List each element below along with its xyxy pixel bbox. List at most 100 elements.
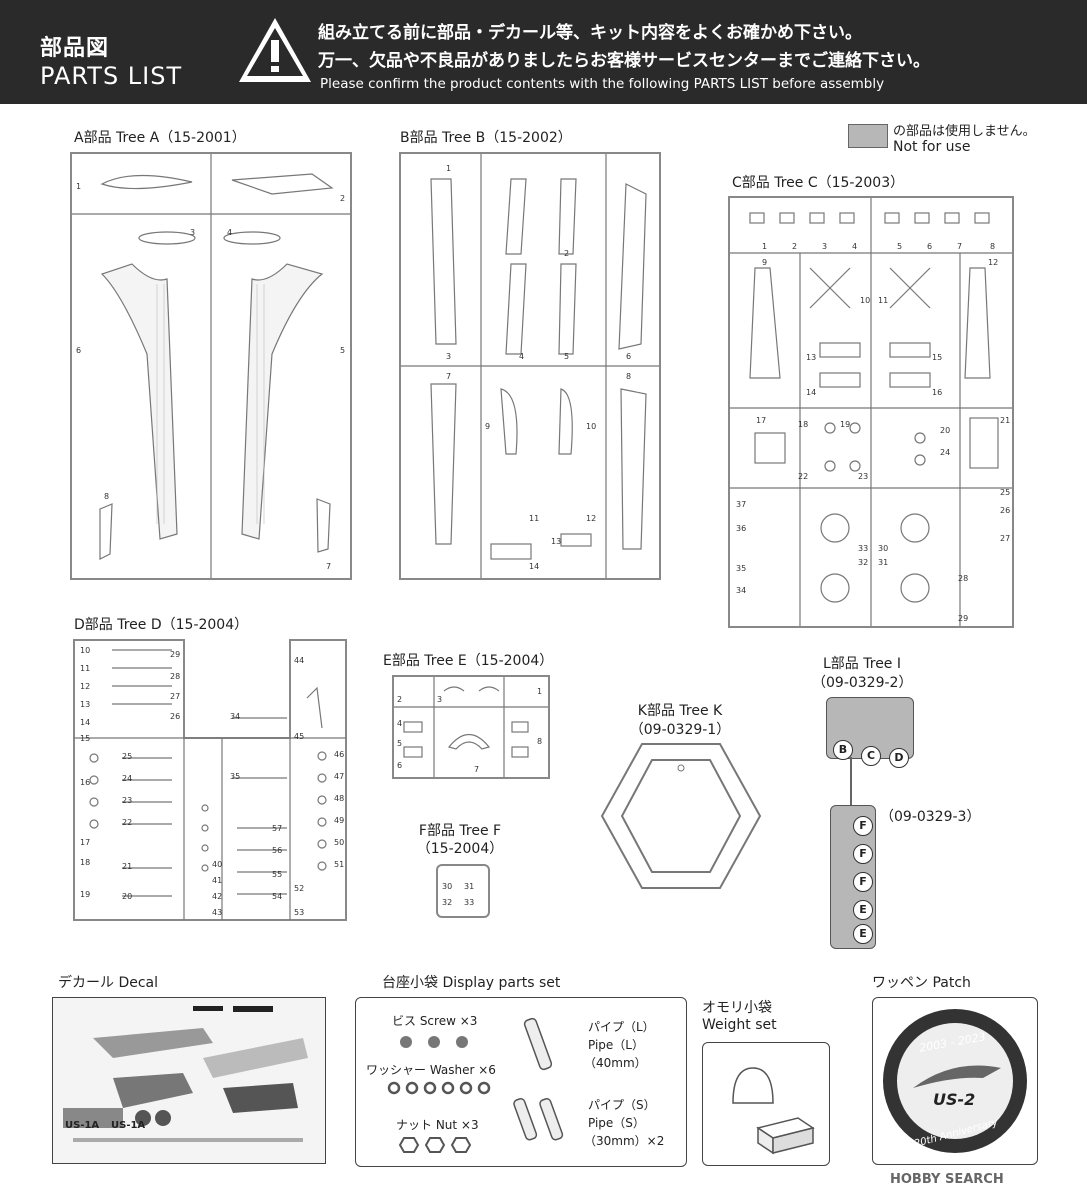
nut-label: ナット Nut ×3 — [396, 1118, 479, 1132]
part-number: 6 — [76, 346, 82, 355]
tree-l3-code: （09-0329-3） — [880, 809, 981, 825]
decal-graphics — [63, 1006, 308, 1142]
tree-k-label: K部品 Tree K — [637, 703, 723, 719]
part-number: 6 — [397, 761, 403, 770]
part-number: 40 — [212, 860, 223, 869]
part-number: 15 — [932, 353, 943, 362]
part-number: 48 — [334, 794, 345, 803]
part-number: 20 — [940, 426, 951, 435]
part-number: 21 — [122, 862, 133, 871]
pipe-s-en: Pipe（S） — [588, 1116, 645, 1130]
part-number: 32 — [858, 558, 869, 567]
part-number: 10 — [860, 296, 871, 305]
part-number: 15 — [80, 734, 91, 743]
part-number: 34 — [736, 586, 747, 595]
patch-emblem — [883, 1009, 1027, 1153]
parts-list-title-jp: 部品図 — [40, 36, 110, 61]
part-number: 57 — [272, 824, 283, 833]
part-number: 7 — [474, 765, 480, 774]
part-number: 43 — [212, 908, 223, 917]
pipe-l-size: （40mm） — [584, 1056, 647, 1070]
tree-d-numbers: 10 11 12 13 14 15 16 17 18 19 20 21 22 2… — [72, 638, 348, 922]
part-number: 4 — [519, 352, 525, 361]
part-number: 13 — [80, 700, 91, 709]
part-number: 31 — [464, 882, 475, 891]
weight-set-box — [702, 1042, 830, 1166]
tree-c-label: C部品 Tree C（15-2003） — [732, 175, 905, 191]
part-number: 33 — [858, 544, 869, 553]
part-number: 1 — [76, 182, 82, 191]
pipe-s-jp: パイプ（S） — [588, 1098, 656, 1112]
tree-l-label: L部品 Tree I — [823, 656, 901, 672]
part-letter: B — [833, 740, 853, 760]
part-number: 9 — [485, 422, 491, 431]
part-number: 27 — [170, 692, 181, 701]
part-number: 19 — [840, 420, 851, 429]
part-number: 7 — [326, 562, 332, 571]
weight-set-label-jp: オモリ小袋 — [702, 1000, 772, 1016]
tree-a-parts — [72, 154, 350, 578]
part-number: 4 — [397, 719, 403, 728]
part-number: 7 — [957, 242, 963, 251]
decal-label: デカール Decal — [58, 975, 159, 991]
nut-icons — [398, 1137, 472, 1153]
tree-l-sprue: B C D — [826, 697, 914, 768]
part-number: 55 — [272, 870, 283, 879]
tree-l-code: （09-0329-2） — [812, 675, 913, 691]
screw-label: ビス Screw ×3 — [392, 1014, 478, 1028]
tree-d-sprue — [73, 639, 347, 921]
part-number: 24 — [940, 448, 951, 457]
part-number: 30 — [878, 544, 889, 553]
pipe-s-size: （30mm）×2 — [584, 1134, 665, 1148]
part-number: 28 — [958, 574, 969, 583]
part-number: 29 — [958, 614, 969, 623]
part-number: 29 — [170, 650, 181, 659]
pipe-s-icon — [513, 1097, 564, 1141]
weight-set-label-en: Weight set — [702, 1017, 777, 1033]
part-number: 11 — [529, 514, 540, 523]
part-number: 2 — [340, 194, 346, 203]
part-number: 22 — [122, 818, 133, 827]
part-number: 9 — [762, 258, 768, 267]
tree-k-code: （09-0329-1） — [629, 722, 731, 738]
part-number: 45 — [294, 732, 305, 741]
part-letter: F — [853, 872, 873, 892]
part-number: 36 — [736, 524, 747, 533]
tree-c-parts — [730, 198, 1012, 626]
parts-list-title-en: PARTS LIST — [40, 62, 183, 90]
tree-a-sprue: 1 2 3 4 5 6 7 8 — [70, 152, 352, 580]
pipe-l-en: Pipe（L） — [588, 1038, 644, 1052]
part-number: 12 — [988, 258, 999, 267]
display-set-box: ビス Screw ×3 ワッシャー Washer ×6 ナット Nut ×3 パ… — [355, 997, 687, 1167]
part-number: 41 — [212, 876, 223, 885]
part-number: 24 — [122, 774, 133, 783]
part-number: 4 — [852, 242, 858, 251]
part-number: 8 — [990, 242, 996, 251]
part-number: 19 — [80, 890, 91, 899]
part-number: 18 — [80, 858, 91, 867]
decal-sheet: US-1A US-1A — [52, 997, 326, 1164]
part-number: 1 — [446, 164, 452, 173]
warning-icon — [239, 18, 311, 82]
part-letter: E — [853, 924, 873, 944]
part-number: 46 — [334, 750, 345, 759]
tree-e-sprue: 1 2 3 4 5 6 7 8 — [392, 675, 550, 779]
tree-k-stand — [600, 743, 762, 889]
part-letter: F — [853, 844, 873, 864]
part-number: 31 — [878, 558, 889, 567]
weight-icons — [732, 1067, 815, 1155]
part-number: 8 — [537, 737, 543, 746]
part-number: 6 — [927, 242, 933, 251]
part-number: 35 — [736, 564, 747, 573]
part-number: 2 — [397, 695, 403, 704]
tree-e-label: E部品 Tree E（15-2004） — [383, 653, 554, 669]
warning-text-jp-1: 組み立てる前に部品・デカール等、キット内容をよくお確かめ下さい。 — [318, 23, 862, 43]
part-number: 33 — [464, 898, 475, 907]
part-number: 50 — [334, 838, 345, 847]
tree-b-sprue: 1 2 3 4 5 6 7 8 9 10 11 12 13 14 — [399, 152, 661, 580]
part-number: 23 — [858, 472, 869, 481]
part-number: 52 — [294, 884, 305, 893]
tree-f-sprue: 30 31 32 33 — [436, 864, 490, 918]
part-number: 6 — [626, 352, 632, 361]
tree-l3-sprue: F F F E E — [830, 805, 876, 949]
